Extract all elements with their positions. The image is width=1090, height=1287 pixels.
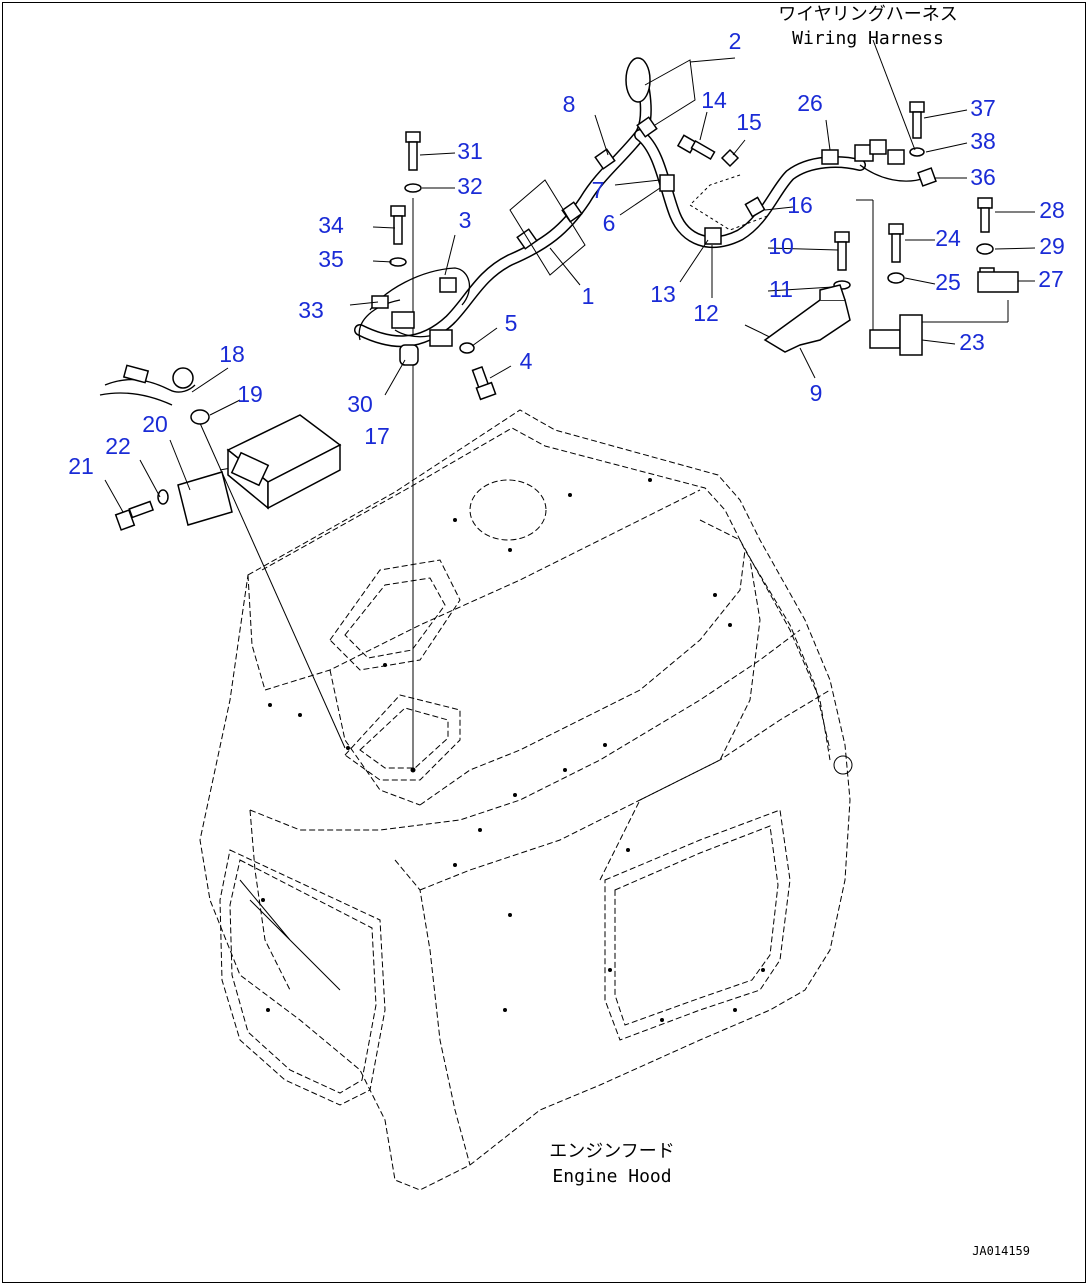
callout-25: 25 [935, 269, 961, 295]
engine-hood-label-jp: エンジンフード [549, 1141, 674, 1162]
drawing-code: JA014159 [972, 1244, 1030, 1258]
callout-30: 30 [347, 391, 373, 417]
callout-numbers: 1234567891011121314151617181920212223242… [68, 28, 1065, 479]
engine-hood-body [199, 409, 853, 1191]
callout-38: 38 [970, 128, 996, 154]
callout-15: 15 [736, 109, 762, 135]
callout-36: 36 [970, 164, 996, 190]
callout-10: 10 [768, 233, 794, 259]
callout-17: 17 [364, 423, 390, 449]
leader-lines [194, 198, 1009, 773]
callout-leaders [104, 39, 1036, 513]
callout-29: 29 [1039, 233, 1065, 259]
callout-31: 31 [457, 138, 483, 164]
callout-27: 27 [1038, 266, 1064, 292]
engine-hood-label-en: Engine Hood [552, 1166, 671, 1187]
callout-6: 6 [603, 210, 616, 236]
callout-21: 21 [68, 453, 94, 479]
callout-13: 13 [650, 281, 676, 307]
callout-2: 2 [729, 28, 742, 54]
callout-11: 11 [769, 276, 793, 302]
callout-28: 28 [1039, 197, 1065, 223]
callout-22: 22 [105, 433, 131, 459]
callout-32: 32 [457, 173, 483, 199]
brackets [720, 148, 1019, 356]
callout-1: 1 [582, 283, 595, 309]
callout-7: 7 [592, 177, 605, 203]
controller-assembly [99, 364, 342, 526]
callout-19: 19 [237, 381, 263, 407]
wiring-harness-label-jp: ワイヤリングハーネス [778, 4, 957, 25]
callout-12: 12 [693, 300, 719, 326]
callout-35: 35 [318, 246, 344, 272]
wiring-harness-label-en: Wiring Harness [792, 28, 944, 49]
callout-9: 9 [810, 380, 823, 406]
callout-24: 24 [935, 225, 961, 251]
callout-8: 8 [563, 91, 576, 117]
callout-5: 5 [505, 310, 518, 336]
callout-3: 3 [459, 207, 472, 233]
callout-26: 26 [797, 90, 823, 116]
callout-18: 18 [219, 341, 245, 367]
callout-34: 34 [318, 212, 344, 238]
callout-33: 33 [298, 297, 324, 323]
main-harness [354, 57, 937, 366]
callout-23: 23 [959, 329, 985, 355]
callout-20: 20 [142, 411, 168, 437]
callout-14: 14 [701, 87, 727, 113]
callout-16: 16 [787, 192, 813, 218]
callout-4: 4 [520, 348, 533, 374]
callout-37: 37 [970, 95, 996, 121]
